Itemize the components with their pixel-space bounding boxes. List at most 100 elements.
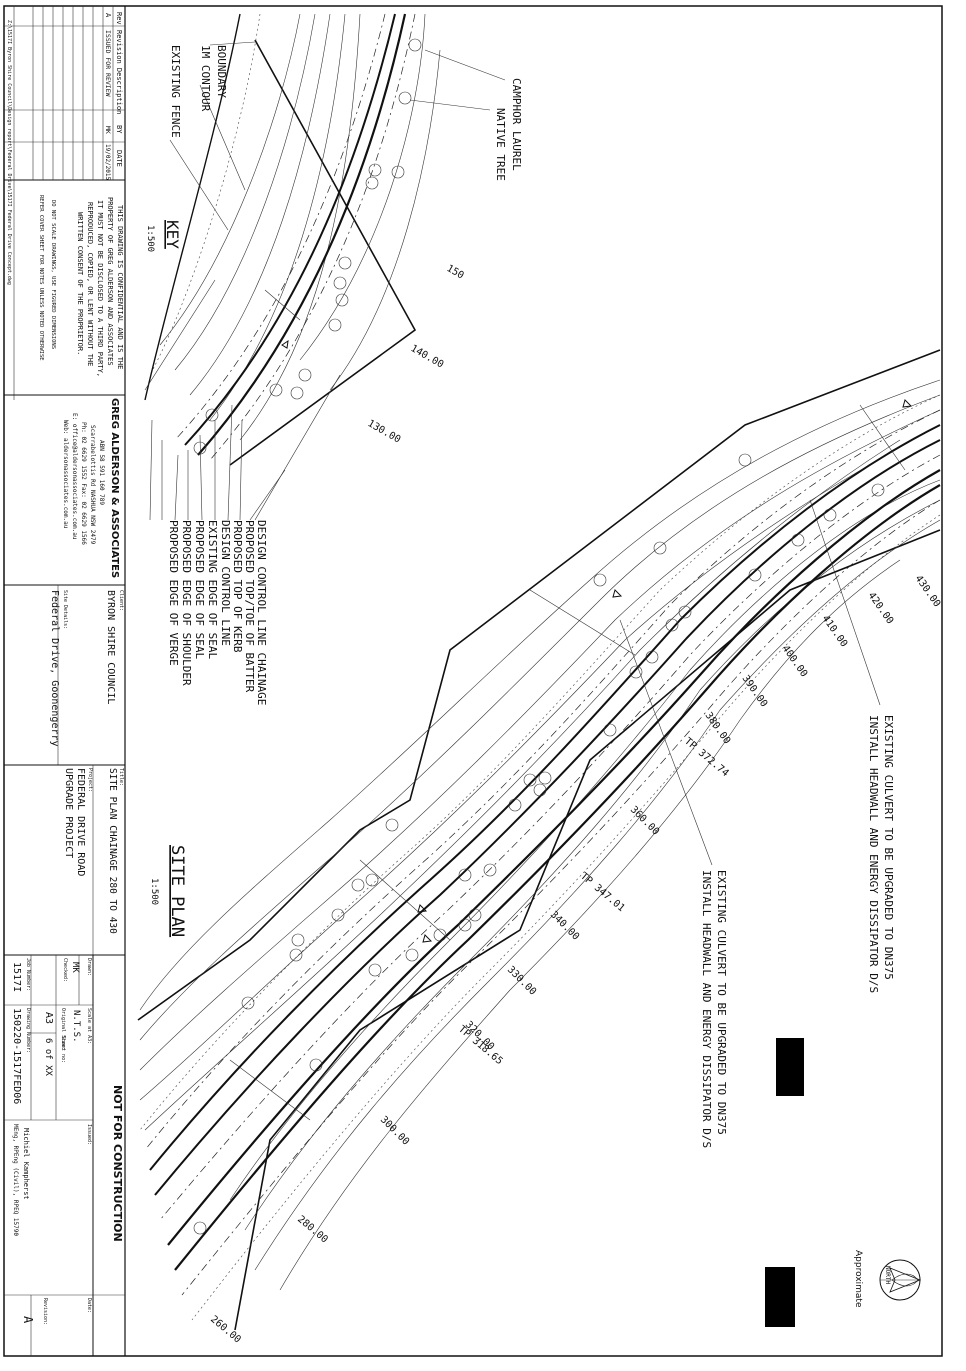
company-address: Scarrabelottis Rd NASHUA NSW 2479 — [89, 425, 96, 545]
key-title: KEY — [163, 220, 182, 249]
drawing-number-label: Drawing Number: — [25, 1008, 31, 1053]
company-phone: Ph: 02 6629 1552 Fax: 02 6629 1566 — [80, 422, 87, 545]
north-label: NORTH — [884, 1266, 891, 1284]
company-abn: ABN 58 591 160 789 — [98, 440, 105, 505]
engineer-name: Michiel Kampherst — [22, 1128, 30, 1200]
drawing-number-value: 150220-1517FED06 — [11, 1008, 22, 1104]
site-plan-scale: 1:500 — [149, 878, 159, 905]
site-value: Federal Drive, Goonengerry — [49, 590, 60, 747]
rev-a-desc: ISSUED FOR REVIEW — [104, 30, 112, 97]
marker-top — [902, 399, 913, 408]
north-note: Approximate — [853, 1250, 863, 1308]
culvert-1-line-1: EXISTING CULVERT TO BE UPGRADED TO DN375 — [882, 715, 895, 980]
legend-chainage: DESIGN CONTROL LINE CHAINAGE — [255, 520, 268, 705]
ch-280: 280.00 — [295, 1214, 330, 1246]
cover-note: REFER COVER SHEET FOR NOTES UNLESS NOTED… — [38, 195, 44, 361]
revision-grid — [4, 6, 125, 400]
ch-410: 410.00 — [820, 613, 850, 649]
checked-label: Checked: — [62, 958, 68, 982]
file-path: Z:\1517I Byron Shire Council\Design repo… — [6, 20, 12, 285]
rev-a: A — [104, 13, 112, 18]
key-fence-label: EXISTING FENCE — [169, 45, 182, 138]
legend-existing-seal: EXISTING EDGE OF SEAL — [206, 520, 219, 659]
leader-boundary — [209, 41, 256, 46]
rev-a-date: 19/02/2015 — [104, 144, 111, 181]
ch-380: 380.00 — [703, 710, 733, 746]
legend-shoulder: PROPOSED EDGE OF SHOULDER — [180, 520, 193, 686]
scale-note: DO NOT SCALE DRAWINGS, USE FIGURED DIMEN… — [50, 200, 56, 349]
key-trees — [193, 38, 422, 455]
rev-header: Rev — [115, 12, 123, 25]
legend-verge: PROPOSED EDGE OF VERGE — [167, 520, 180, 666]
ch-340: 340.00 — [548, 909, 581, 942]
ch-300: 300.00 — [378, 1114, 411, 1147]
company-block: GREG ALDERSON & ASSOCIATES ABN 58 591 16… — [62, 398, 120, 578]
marker-347 — [417, 904, 428, 913]
culvert-1-line-2: INSTALL HEADWALL AND ENERGY DISSIPATOR D… — [867, 715, 880, 993]
sheet-no-label: Sheet no: — [60, 1036, 66, 1063]
conf-line-1: THIS DRAWING IS CONFIDENTIAL AND IS THE — [116, 205, 124, 369]
sheet-no-value: 6 of XX — [43, 1038, 53, 1077]
site-trees — [193, 453, 885, 1235]
boundary-upper — [137, 349, 941, 1021]
ch-430: 430.00 — [913, 573, 943, 609]
project-label: Project: — [87, 768, 93, 792]
legend-proposed-seal: PROPOSED EDGE OF SEAL — [193, 520, 206, 659]
issued-label: Issued: — [86, 1124, 92, 1145]
revision-value: A — [21, 1316, 35, 1324]
company-name: GREG ALDERSON & ASSOCIATES — [109, 398, 120, 578]
sheet-border — [3, 5, 943, 1357]
leader-fence — [169, 139, 229, 231]
original-size-value: A3 — [43, 1012, 54, 1024]
north-arrow: NORTH Approximate — [853, 1250, 922, 1308]
client-label: Client: — [118, 590, 124, 611]
culvert-leader-1 — [809, 499, 881, 706]
culvert-2-line-1: EXISTING CULVERT TO BE UPGRADED TO DN375 — [715, 870, 728, 1135]
ch-390: 390.00 — [740, 673, 770, 709]
marker-372 — [612, 589, 623, 598]
culvert-leader-2 — [619, 619, 713, 866]
engineer-qual: MEng, RPEng (Civil), RPEQ 15790 — [12, 1124, 19, 1236]
ch-360: 360.00 — [628, 804, 661, 837]
native-tree-label: NATIVE TREE — [494, 108, 507, 181]
title-block: Rev Revision Description BY DATE A ISSUE… — [4, 6, 125, 1356]
scale-label: Scale at A3: — [86, 1008, 92, 1044]
camphor-label: CAMPHOR LAUREL — [510, 78, 523, 171]
key-chainage-140: 140.00 — [409, 343, 446, 371]
key-chainage-150: 150 — [445, 263, 466, 282]
rev-a-by: MK — [104, 126, 112, 134]
key-boundary-label: BOUNDARY — [215, 45, 228, 98]
rev-by-header: BY — [115, 125, 123, 134]
ch-330: 330.00 — [505, 964, 538, 997]
key-contour-label: 1M CONTOUR — [199, 45, 212, 112]
project-line-2: UPGRADE PROJECT — [63, 768, 74, 858]
ch-420: 420.00 — [866, 590, 896, 626]
conf-line-3: IT MUST NOT BE DISCLOSED TO A THIRD PART… — [96, 200, 104, 377]
key-inset: KEY 1:500 BOUNDARY 1M CONTOUR EXISTING F… — [144, 13, 523, 705]
redaction-block-2 — [765, 1267, 795, 1327]
drawn-label: Drawn: — [86, 958, 92, 976]
main-site-plan: 430.00 420.00 410.00 400.00 390.00 380.0… — [137, 349, 943, 1346]
ch-400: 400.00 — [780, 643, 810, 679]
scale-value: N.T.S. — [71, 1010, 81, 1043]
rev-desc-header: Revision Description — [115, 30, 123, 114]
project-line-1: FEDERAL DRIVE ROAD — [75, 768, 86, 876]
site-label: Site Details: — [62, 590, 68, 629]
conf-line-5: WRITTEN CONSENT OF THE PROPRIETOR. — [76, 212, 84, 355]
drawn-value: MK — [70, 962, 80, 973]
title-value: SITE PLAN CHAINAGE 280 TO 430 — [107, 768, 118, 934]
rev-date-header: DATE — [115, 150, 123, 167]
ch-tp34701: TP 347.01 — [578, 871, 627, 914]
legend-batter: PROPOSED TOP/TOE OF BATTER — [243, 520, 256, 693]
site-plan-title: SITE PLAN — [167, 845, 187, 937]
revision-label: Revision: — [42, 1298, 48, 1325]
company-web: Web: aldersonassociates.com.au — [62, 420, 69, 529]
date-label: Date: — [86, 1298, 92, 1313]
company-email: E: office@aldersonassociates.com.au — [71, 413, 78, 540]
status-banner: NOT FOR CONSTRUCTION — [111, 1085, 124, 1242]
client-value: BYRON SHIRE COUNCIL — [105, 590, 116, 704]
boundary-lower — [234, 529, 941, 1331]
conf-line-4: REPRODUCED, COPIED, OR LENT WITHOUT THE — [86, 202, 94, 366]
